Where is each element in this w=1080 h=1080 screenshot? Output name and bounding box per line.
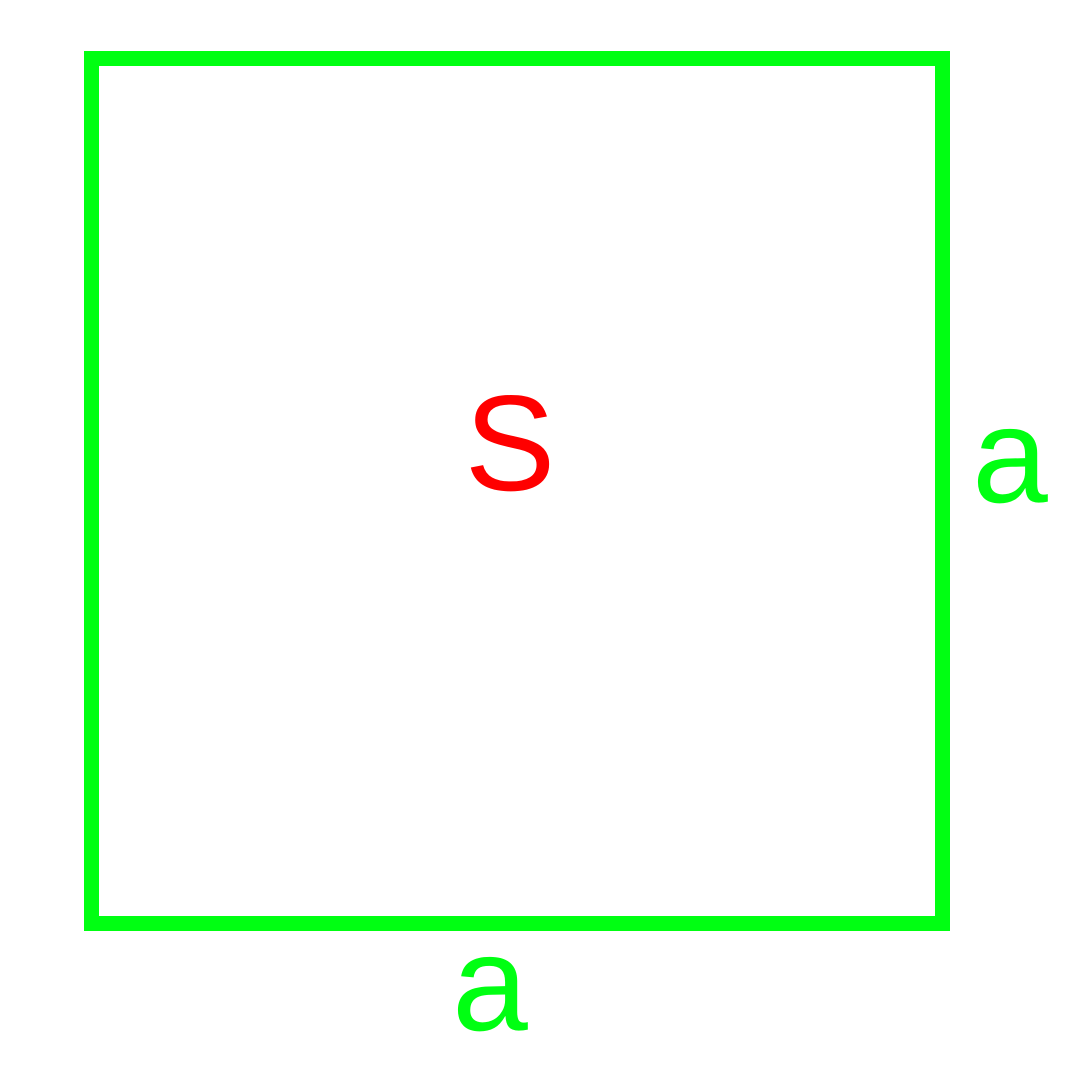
side-label-bottom: a [452, 907, 528, 1059]
square-outline [84, 51, 950, 931]
side-label-right: a [972, 379, 1048, 531]
area-label-s: S [465, 367, 556, 519]
